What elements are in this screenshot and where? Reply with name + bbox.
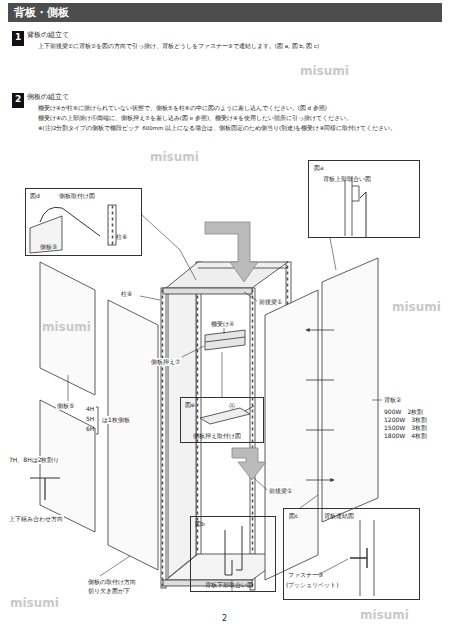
- node-text: 背板上部取合い図: [323, 175, 371, 182]
- watermark: misumi: [392, 300, 441, 315]
- leader-line: [224, 328, 225, 334]
- instruction: 棚受け④が柱⑥に掛けられていない状態で、側板⑤を柱⑥の中に図のように差し込んでく…: [38, 105, 443, 112]
- node-text: 側板取付け図: [59, 192, 95, 199]
- title: 背板・側板: [8, 3, 442, 22]
- leader-line: [222, 352, 223, 397]
- part-name: 背板②: [384, 396, 401, 404]
- instruction: 棚受け④の上部掛けⒶ両端に、側板押え⑦を差し込み(図 e 参照)、棚受け④を使用…: [38, 115, 443, 122]
- node-text: 図e: [185, 401, 195, 408]
- leader-line: [330, 238, 336, 270]
- node-text: 1: [15, 32, 21, 43]
- watermark: misumi: [150, 150, 199, 165]
- node-text: 図c: [289, 512, 298, 519]
- leader-line: [254, 478, 267, 490]
- leader-line: [244, 292, 257, 301]
- leader-line: [300, 495, 318, 508]
- part-name: 側板押え⑦: [150, 358, 181, 366]
- node-text: (プッシュリベット): [286, 581, 339, 588]
- watermark: misumi: [10, 596, 59, 611]
- size-table-cell: 1200W 3枚割: [384, 416, 427, 424]
- detail-box: 図e Ⓐ 側板押え取付け図: [180, 397, 264, 443]
- node-text: Ⓐ: [229, 402, 235, 409]
- step-heading: 側板の組立て: [27, 93, 69, 101]
- part-name: 棚受け④: [210, 320, 235, 328]
- size-table-cell: 1500W 3枚割: [384, 424, 427, 432]
- leader-line: [140, 296, 160, 300]
- leader-line: [182, 346, 204, 357]
- size-table-cell: 1800W 4枚割: [384, 432, 427, 440]
- instruction: 上下前後梁①に背板②を図の方向で引っ掛け、背板どうしをファスナー③で連結します。…: [38, 43, 443, 50]
- part-name: 前後梁①: [258, 298, 283, 306]
- step-heading: 背板の組立て: [27, 31, 69, 39]
- leader-line: [68, 375, 69, 401]
- detail-box: 図c 背板連結図ファスナー③ (プッシュリベット): [283, 508, 420, 600]
- size-label: 6H: [86, 425, 94, 433]
- node-text: 側板押え取付け図: [193, 432, 241, 439]
- node-text: 柱⑥: [116, 233, 127, 240]
- leader-line: [372, 400, 382, 401]
- watermark: misumi: [360, 608, 409, 623]
- node-text: 図b: [195, 520, 205, 527]
- part-name: 側板⑤: [56, 402, 75, 410]
- node-text: 背板下部取合い図: [205, 581, 253, 588]
- part-name: 前後梁①: [268, 487, 293, 495]
- node-text: ファスナー③: [288, 571, 323, 578]
- node-text: 図d: [30, 192, 40, 199]
- detail-box: 図a 背板上部取合い図: [308, 160, 420, 238]
- node-text: 背板連結図: [324, 512, 354, 519]
- step-number: 1: [12, 31, 24, 46]
- node-text: 2: [15, 94, 21, 105]
- size-note: 7H、8Hは2枚割り: [8, 456, 60, 464]
- leader-line: [142, 215, 196, 280]
- node-text: 図a: [314, 164, 324, 171]
- direction-note: 側板の取付け方向: [88, 578, 136, 586]
- title-bar: 背板・側板: [8, 3, 442, 22]
- size-table-cell: 900W 2枚割: [384, 408, 423, 416]
- detail-box: 図d 側板取付け図側板⑤ 柱⑥: [25, 188, 142, 256]
- node-text: 側板⑤: [40, 243, 57, 250]
- direction-note: 上下組み合わせ方向: [8, 515, 64, 523]
- detail-box: 図b 背板下部取合い図: [190, 516, 276, 592]
- watermark: misumi: [300, 64, 349, 79]
- watermark: misumi: [42, 320, 91, 335]
- size-label: 5H: [86, 415, 94, 423]
- size-note: は1枚側板: [101, 416, 131, 424]
- leader-line: [100, 556, 130, 576]
- page-number: 2: [222, 614, 227, 624]
- size-label: 4H: [86, 405, 94, 413]
- note: ※(注)2分割タイプの側板で棚段ピッチ 600mm 以上になる場合は、側板固定の…: [38, 125, 443, 132]
- part-name: 柱⑥: [120, 290, 133, 298]
- direction-note: 切り欠き面が下: [88, 587, 130, 595]
- step-number: 2: [12, 93, 24, 108]
